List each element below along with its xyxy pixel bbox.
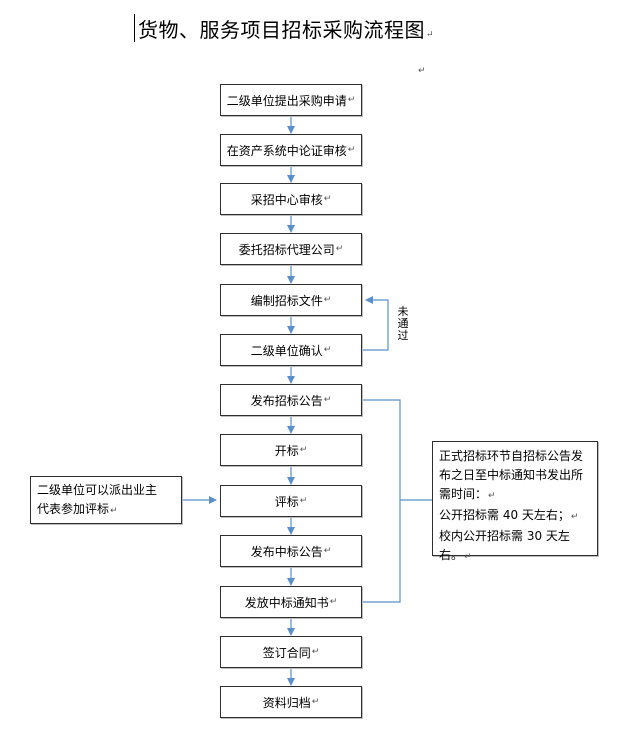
step-label: 在资产系统中论证审核 — [226, 143, 347, 158]
return-mark-icon: ↵ — [488, 491, 496, 501]
text-cursor — [134, 14, 135, 42]
step-label: 二级单位提出采购申请 — [226, 93, 347, 108]
step-bid-opening: 开标↵ — [220, 434, 362, 466]
page-title: 货物、服务项目招标采购流程图↵ — [138, 14, 434, 43]
return-mark-icon: ↵ — [464, 552, 472, 562]
step-label: 发布中标公告 — [250, 544, 323, 559]
step-system-review: 在资产系统中论证审核↵ — [220, 134, 362, 166]
step-center-review: 采招中心审核↵ — [220, 183, 362, 215]
step-publish-tender-notice: 发布招标公告↵ — [220, 384, 362, 416]
return-mark-icon: ↵ — [299, 496, 308, 506]
return-mark-icon: ↵ — [323, 546, 332, 556]
step-label: 资料归档 — [262, 695, 311, 710]
return-mark-icon: ↵ — [418, 66, 426, 76]
step-label: 二级单位确认 — [250, 343, 323, 358]
return-mark-icon: ↵ — [110, 506, 118, 516]
note-line: 正式招标环节自招标公告发 — [439, 449, 584, 463]
note-line: 二级单位可以派出业主 — [37, 483, 158, 497]
step-submit-request: 二级单位提出采购申请↵ — [220, 84, 362, 116]
return-mark-icon: ↵ — [347, 145, 356, 155]
loop-label-not-passed: 未通过 — [397, 305, 409, 342]
step-label: 发放中标通知书 — [244, 595, 329, 610]
step-label: 采招中心审核 — [250, 192, 323, 207]
title-text: 货物、服务项目招标采购流程图 — [138, 18, 425, 42]
step-entrust-agency: 委托招标代理公司↵ — [220, 233, 362, 265]
note-line: 校内公开招标需 30 天左右。 — [439, 529, 570, 562]
note-line: 需时间： — [439, 487, 488, 501]
step-label: 委托招标代理公司 — [238, 242, 335, 257]
step-label: 评标 — [274, 494, 299, 509]
step-prepare-documents: 编制招标文件↵ — [220, 284, 362, 316]
right-bracket-connector — [362, 399, 432, 603]
step-archive-records: 资料归档↵ — [220, 686, 362, 718]
return-mark-icon: ↵ — [426, 30, 435, 40]
loop-back-connector — [362, 296, 389, 351]
note-line: 代表参加评标 — [37, 502, 110, 516]
return-mark-icon: ↵ — [323, 395, 332, 405]
step-issue-award-letter: 发放中标通知书↵ — [220, 586, 362, 618]
return-mark-icon: ↵ — [323, 345, 332, 355]
timeline-note: 正式招标环节自招标公告发 布之日至中标通知书发出所 需时间：↵ 公开招标需 40… — [432, 441, 598, 562]
step-unit-confirm: 二级单位确认↵ — [220, 334, 362, 366]
step-publish-award-notice: 发布中标公告↵ — [220, 535, 362, 567]
return-mark-icon: ↵ — [311, 647, 320, 657]
return-mark-icon: ↵ — [311, 697, 320, 707]
return-mark-icon: ↵ — [570, 512, 579, 522]
return-mark-icon: ↵ — [299, 445, 308, 455]
return-mark-icon: ↵ — [329, 597, 338, 607]
return-mark-icon: ↵ — [347, 95, 356, 105]
step-label: 签订合同 — [262, 645, 311, 660]
return-mark-icon: ↵ — [335, 244, 344, 254]
step-label: 编制招标文件 — [250, 293, 323, 308]
note-line: 布之日至中标通知书发出所 — [439, 468, 584, 482]
note-line: 公开招标需 40 天左右； — [439, 508, 570, 522]
return-mark-icon: ↵ — [323, 194, 332, 204]
owner-representative-note: 二级单位可以派出业主 代表参加评标↵ — [30, 476, 182, 524]
step-sign-contract: 签订合同↵ — [220, 636, 362, 668]
step-label: 发布招标公告 — [250, 393, 323, 408]
step-label: 开标 — [274, 443, 299, 458]
return-mark-icon: ↵ — [323, 295, 332, 305]
step-bid-evaluation: 评标↵ — [220, 485, 362, 517]
